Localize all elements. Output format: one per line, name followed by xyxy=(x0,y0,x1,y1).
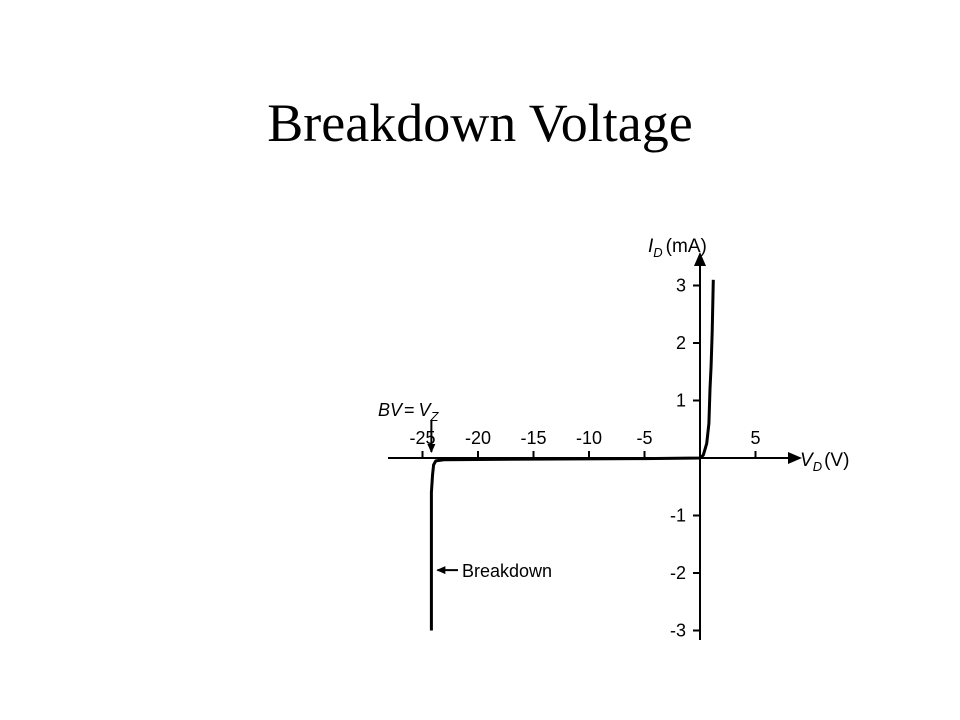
bv-vz-annotation: BV=VZ xyxy=(378,400,440,424)
x-axis-label-sub: D xyxy=(813,459,822,474)
y-tick-label: -2 xyxy=(670,563,686,583)
x-axis-arrow-icon xyxy=(788,452,802,464)
x-axis-label-unit: (V) xyxy=(824,450,849,471)
x-tick-label: -25 xyxy=(409,428,435,448)
y-axis-label: ID (mA) xyxy=(648,236,707,260)
y-tick-label: 3 xyxy=(676,276,686,296)
y-tick-label: -1 xyxy=(670,506,686,526)
bv-annotation-bv: BV xyxy=(378,400,404,420)
breakdown-annotation: Breakdown xyxy=(462,561,552,581)
y-axis-label-sub: D xyxy=(653,245,662,260)
y-ticks: 3 2 1 -1 -2 -3 xyxy=(670,276,700,641)
x-tick-label: -10 xyxy=(576,428,602,448)
bv-annotation-eq: = xyxy=(404,400,415,420)
x-tick-label: -20 xyxy=(465,428,491,448)
x-tick-label: -15 xyxy=(520,428,546,448)
y-axis-arrow-icon xyxy=(694,252,706,266)
x-axis-label-var: V xyxy=(800,450,815,471)
y-tick-label: -3 xyxy=(670,621,686,641)
x-axis-label: VD(V) xyxy=(800,450,849,474)
iv-curve-line xyxy=(429,279,715,631)
y-axis-label-unit: (mA) xyxy=(666,236,707,257)
bv-annotation-v: V xyxy=(419,400,433,420)
y-tick-label: 2 xyxy=(676,333,686,353)
y-axis-label-var: I xyxy=(648,236,654,257)
y-tick-label: 1 xyxy=(676,391,686,411)
x-ticks: -25 -20 -15 -10 -5 5 xyxy=(409,428,761,458)
bv-annotation-sub: Z xyxy=(430,409,440,424)
x-tick-label: -5 xyxy=(636,428,652,448)
x-tick-label: 5 xyxy=(750,428,760,448)
slide-title: Breakdown Voltage xyxy=(267,93,693,153)
